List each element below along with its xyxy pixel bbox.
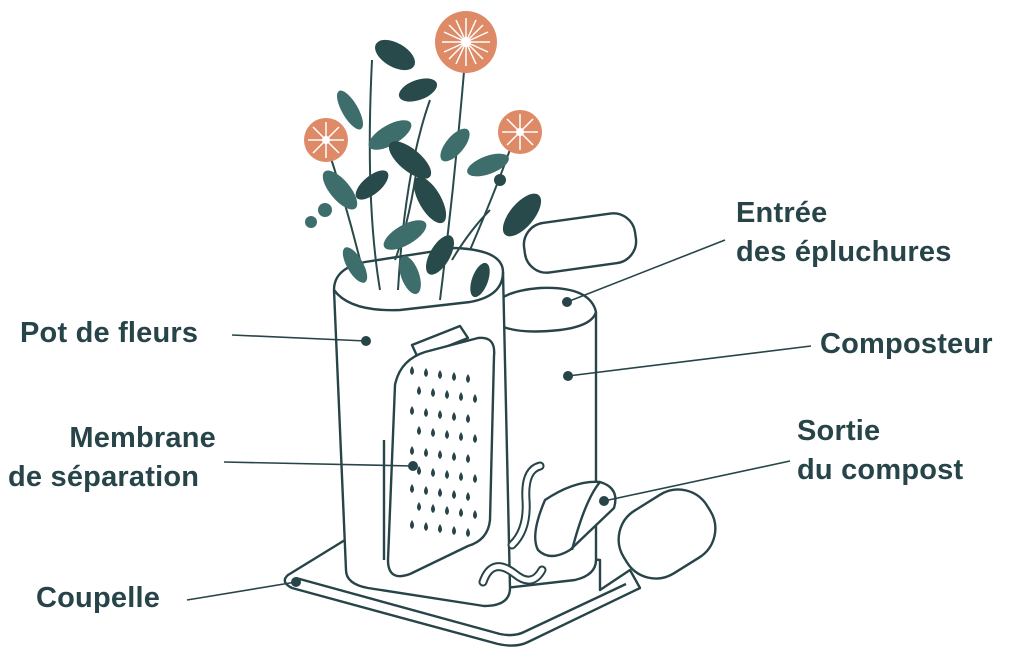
water-drop (431, 428, 435, 437)
label-inlet-line2: des épluchures (736, 236, 952, 268)
water-drop (424, 408, 428, 417)
water-drop (424, 486, 428, 495)
label-outlet-line1: Sortie (797, 415, 881, 447)
water-drop (431, 388, 435, 397)
flowers (304, 11, 542, 162)
water-drop (438, 410, 442, 419)
label-composter: Composteur (820, 328, 993, 360)
water-drop (431, 468, 435, 477)
water-drop (424, 448, 428, 457)
water-drop (452, 412, 456, 421)
water-drop (417, 386, 421, 395)
water-drop (410, 446, 414, 455)
water-drop (473, 394, 477, 403)
water-drop (410, 520, 414, 529)
compost-outlet (534, 480, 617, 558)
water-drop (438, 524, 442, 533)
label-membrane-line1: Membrane (69, 422, 216, 454)
label-flower-pot: Pot de fleurs (20, 317, 199, 349)
water-drop (424, 368, 428, 377)
leader-lines (186, 239, 812, 601)
water-drop (424, 522, 428, 531)
water-drop (445, 470, 449, 479)
water-drop (466, 454, 470, 463)
water-drop (452, 490, 456, 499)
inlet-lid (522, 212, 638, 274)
worms-inner (480, 463, 545, 585)
water-drop (417, 502, 421, 511)
label-saucer: Coupelle (36, 582, 161, 614)
water-drop (466, 528, 470, 537)
water-drop (445, 390, 449, 399)
water-drop (431, 504, 435, 513)
water-drop (452, 372, 456, 381)
water-drop (466, 492, 470, 501)
label-membrane-line2: de séparation (8, 461, 200, 493)
leaves (305, 39, 542, 298)
label-outlet-line2: du compost (797, 454, 964, 486)
water-drop (452, 526, 456, 535)
membrane-drops (410, 366, 477, 537)
water-drop (410, 366, 414, 375)
leader-dots (291, 297, 609, 587)
water-drop (417, 426, 421, 435)
water-drop (438, 450, 442, 459)
water-drop (410, 484, 414, 493)
water-drop (473, 474, 477, 483)
water-drop (445, 430, 449, 439)
water-drop (473, 510, 477, 519)
water-drop (459, 508, 463, 517)
water-drop (452, 452, 456, 461)
water-drop (438, 488, 442, 497)
label-inlet-line1: Entrée (736, 197, 828, 229)
water-drop (466, 414, 470, 423)
outlet-lid (617, 488, 717, 580)
water-drop (417, 466, 421, 475)
water-drop (459, 392, 463, 401)
water-drop (438, 370, 442, 379)
water-drop (459, 472, 463, 481)
water-drop (445, 506, 449, 515)
water-drop (473, 434, 477, 443)
water-drop (466, 374, 470, 383)
water-drop (410, 406, 414, 415)
water-drop (459, 432, 463, 441)
